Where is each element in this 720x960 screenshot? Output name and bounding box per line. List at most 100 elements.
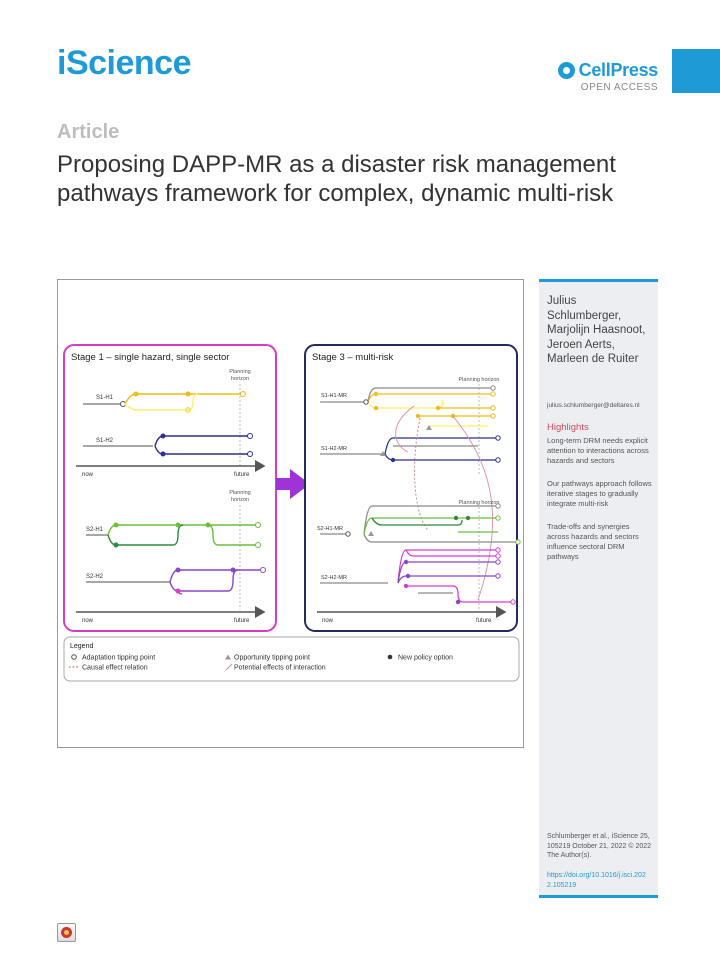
policy-node <box>185 391 191 397</box>
planning-horizon-label-3: Planning horizon <box>459 377 500 383</box>
pathway-s2h2mr-magenta-b <box>405 549 498 557</box>
pathway-s2h1mr-green-a <box>363 517 498 535</box>
axis-now: now <box>82 618 94 624</box>
policy-node <box>113 542 119 548</box>
pathway-s2h1mr-gray-b <box>363 533 518 543</box>
planning-horizon-label-2a: Planning <box>229 490 250 496</box>
journal-logo: iScience <box>57 44 191 82</box>
policy-node <box>160 451 166 457</box>
legend-adaptation-label: Adaptation tipping point <box>82 655 155 662</box>
axis-future: future <box>234 472 250 478</box>
check-for-updates-icon[interactable] <box>57 923 76 942</box>
policy-end <box>490 391 496 397</box>
policy-node <box>373 405 379 411</box>
doi-link[interactable]: https://doi.org/10.1016/j.isci.2022.1052… <box>547 872 646 889</box>
opportunity-point <box>426 425 432 430</box>
policy-end <box>490 385 496 391</box>
policy-node <box>185 407 191 413</box>
citation: Schlumberger et al., iScience 25, 105219… <box>547 833 652 859</box>
legend-opportunity-label: Opportunity tipping point <box>234 655 310 662</box>
legend-opportunity-icon <box>225 654 231 660</box>
policy-end <box>495 503 501 509</box>
policy-node <box>175 588 181 594</box>
publisher-name: CellPress <box>578 60 659 80</box>
policy-end <box>240 391 246 397</box>
pathway-s2h2mr-magenta-c <box>406 585 513 603</box>
pathway-label-s2h2: S2-H2 <box>86 574 104 580</box>
correspondence-email[interactable]: julius.schlumberger@deltares.nl <box>547 402 640 409</box>
policy-node <box>435 405 441 411</box>
pathway-s2h1-green-c <box>207 524 258 546</box>
pathway-label-s1h1mr: S1-H1-MR <box>321 393 347 399</box>
pathway-s2h1mr-green-b <box>371 517 463 526</box>
policy-node <box>455 599 461 605</box>
axis-future: future <box>234 618 250 624</box>
policy-end <box>260 567 266 573</box>
legend-potential-label: Potential effects of interaction <box>234 665 326 672</box>
policy-end <box>255 522 261 528</box>
legend-causal-label: Causal effect relation <box>82 665 148 672</box>
highlight-item: Long-term DRM needs explicit attention t… <box>547 436 649 465</box>
policy-node <box>453 515 459 521</box>
policy-end <box>495 435 501 441</box>
stage3-title: Stage 3 – multi-risk <box>312 352 394 363</box>
highlights-list: Long-term DRM needs explicit attention t… <box>547 436 653 575</box>
pathway-s1h1-yellow-b <box>124 393 199 411</box>
highlights-title: Highlights <box>547 422 589 433</box>
policy-node <box>403 583 409 589</box>
graphical-abstract: Stage 1 – single hazard, single sector P… <box>57 279 524 748</box>
open-access-label: OPEN ACCESS <box>580 82 658 93</box>
policy-end <box>490 405 496 411</box>
policy-node <box>403 559 409 565</box>
interaction-arrow <box>395 405 415 453</box>
highlight-item: Our pathways approach follows iterative … <box>547 479 652 508</box>
policy-node <box>175 522 181 528</box>
policy-end <box>495 573 501 579</box>
policy-end <box>510 599 516 605</box>
planning-horizon-label-1a: Planning <box>229 369 250 375</box>
article-title: Proposing DAPP-MR as a disaster risk man… <box>57 151 616 207</box>
axis-now: now <box>322 618 334 624</box>
policy-end <box>515 539 521 545</box>
policy-node <box>373 391 379 397</box>
pathway-s1h1mr-yellow-b <box>367 399 444 409</box>
opportunity-point <box>380 451 386 456</box>
axis-now: now <box>82 472 94 478</box>
highlight-item: Trade-offs and synergies across hazards … <box>547 522 639 561</box>
causal-relation <box>414 417 429 531</box>
policy-end <box>495 553 501 559</box>
pathway-label-s1h2mr: S1-H2-MR <box>321 446 347 452</box>
policy-end <box>495 547 501 553</box>
authors[interactable]: Julius Schlumberger, Marjolijn Haasnoot,… <box>547 295 646 365</box>
publisher-logo[interactable]: CellPress OPEN ACCESS <box>557 60 659 93</box>
policy-node <box>133 391 139 397</box>
legend-box <box>63 636 520 682</box>
stage1-title: Stage 1 – single hazard, single sector <box>71 352 229 363</box>
policy-node <box>390 457 396 463</box>
policy-end <box>495 515 501 521</box>
pathway-label-s2h2mr: S2-H2-MR <box>321 575 347 581</box>
pathway-label-s1h2: S1-H2 <box>96 438 114 444</box>
tipping-point <box>345 531 351 537</box>
policy-end <box>255 542 261 548</box>
policy-end <box>495 559 501 565</box>
legend-adaptation-icon <box>71 654 77 660</box>
stage-transition-arrow <box>276 469 310 499</box>
tipping-point <box>363 399 369 405</box>
pathway-label-s2h1: S2-H1 <box>86 527 104 533</box>
legend-new-policy-label: New policy option <box>398 655 453 662</box>
planning-horizon-label-2b: horizon <box>231 497 249 503</box>
article-type: Article <box>57 121 120 143</box>
pathway-s1h1mr-gray-top <box>367 387 493 403</box>
planning-horizon-label-1b: horizon <box>231 376 249 382</box>
tipping-point <box>120 401 126 407</box>
planning-horizon-label-4: Planning horizon <box>459 500 500 506</box>
policy-end <box>495 457 501 463</box>
stage1-panel <box>63 344 277 632</box>
legend-potential-icon <box>225 663 233 671</box>
policy-end <box>247 433 253 439</box>
pathway-s2h2-purple-b <box>169 569 239 592</box>
article-sidebar: Julius Schlumberger, Marjolijn Haasnoot,… <box>539 279 658 898</box>
interaction-arrow <box>452 415 494 601</box>
policy-node <box>405 573 411 579</box>
